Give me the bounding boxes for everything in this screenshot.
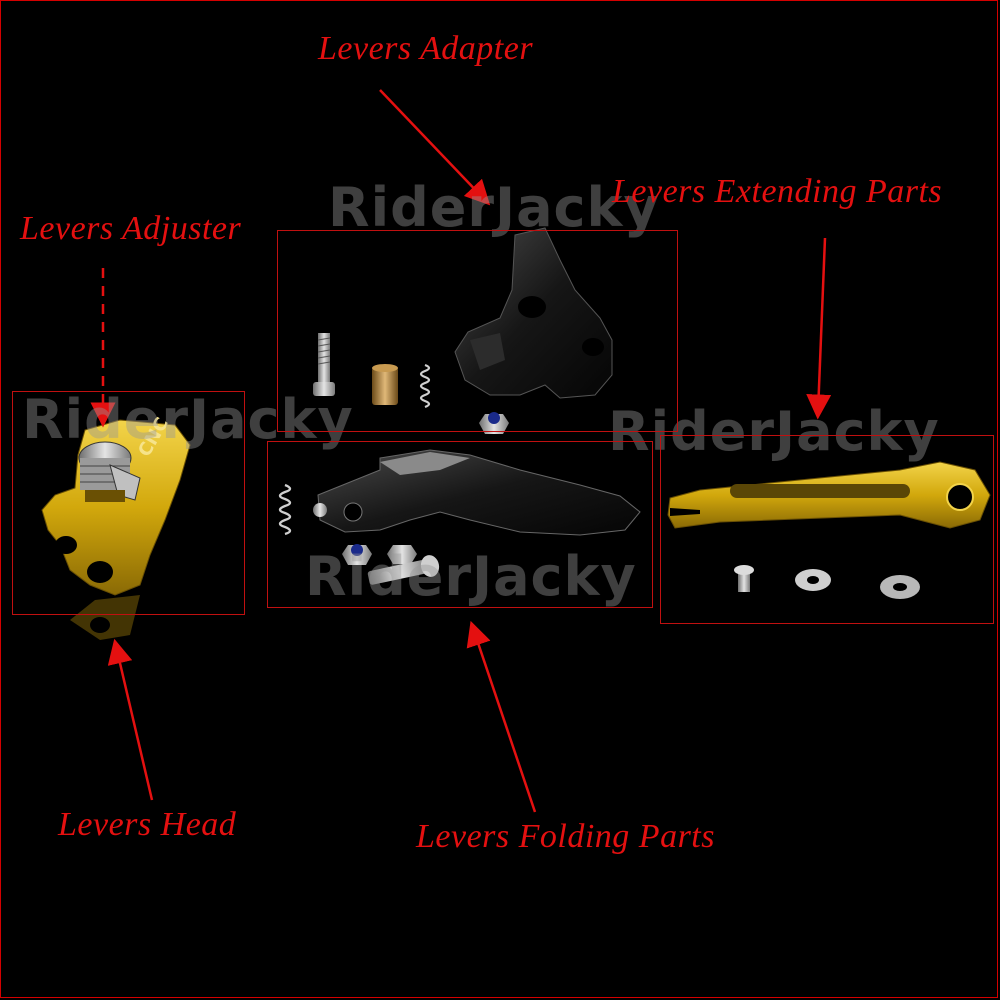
folding-hardware bbox=[278, 483, 440, 585]
watermark-left: RiderJacky bbox=[22, 388, 354, 451]
adapter-box bbox=[277, 230, 678, 432]
adapter-part bbox=[454, 227, 613, 399]
extending-hardware bbox=[734, 565, 920, 599]
label-levers-extending-parts: Levers Extending Parts bbox=[612, 173, 943, 210]
adapter-hardware bbox=[313, 333, 509, 434]
label-levers-adapter: Levers Adapter bbox=[318, 30, 534, 67]
head-box bbox=[12, 391, 245, 615]
extending-part bbox=[667, 461, 991, 529]
label-levers-adjuster: Levers Adjuster bbox=[20, 210, 242, 247]
adjuster-part bbox=[78, 441, 141, 502]
extending-box bbox=[660, 435, 994, 624]
folding-lever-part bbox=[313, 449, 641, 536]
label-levers-folding-parts: Levers Folding Parts bbox=[416, 818, 715, 855]
head-part bbox=[41, 419, 191, 640]
watermark-middle: RiderJacky bbox=[305, 545, 637, 608]
watermark-top: RiderJacky bbox=[328, 176, 660, 239]
folding-box bbox=[267, 441, 653, 608]
label-levers-head: Levers Head bbox=[58, 806, 237, 843]
annotation-arrows bbox=[90, 89, 832, 813]
